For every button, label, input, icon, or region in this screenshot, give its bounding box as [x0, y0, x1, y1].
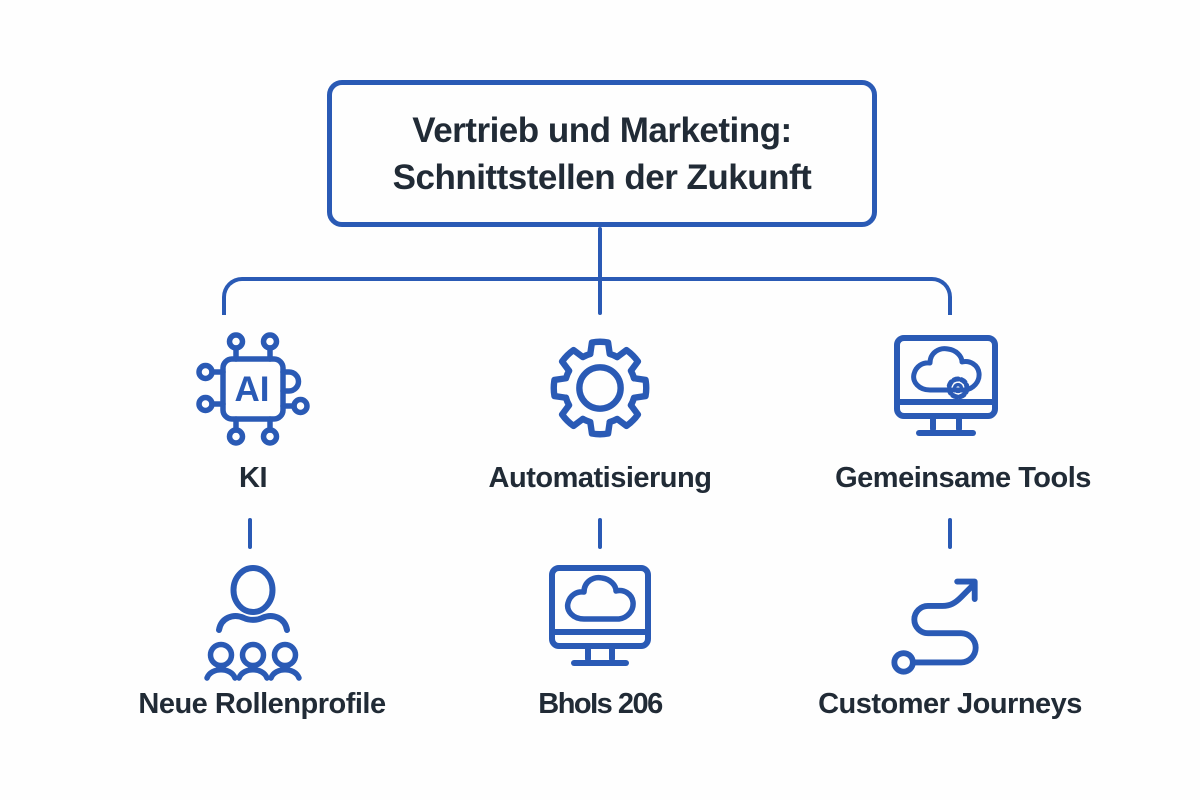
sub-label-customer-journeys: Customer Journeys: [818, 688, 1082, 720]
connector-gemeinsame-tools-sub: [948, 518, 952, 549]
bracket-connector-line: [222, 277, 952, 315]
title-line-1: Vertrieb und Marketing:: [412, 110, 792, 150]
team-hierarchy-icon: [204, 565, 302, 681]
ai-chip-icon: AI: [196, 332, 310, 446]
monitor-cloud-gear-icon: [894, 335, 998, 436]
gear-icon: [541, 329, 659, 447]
branch-label-automatisierung: Automatisierung: [488, 462, 712, 494]
sub-label-garbled: BhoIs 206: [538, 688, 663, 720]
trunk-connector-line: [598, 227, 602, 315]
connector-automatisierung-sub: [598, 518, 602, 549]
title-box: Vertrieb und Marketing: Schnittstellen d…: [327, 80, 877, 227]
connector-ki-sub: [248, 518, 252, 549]
branch-label-ki: KI: [239, 462, 268, 494]
title-line-2: Schnittstellen der Zukunft: [392, 157, 812, 197]
monitor-cloud-icon: [549, 565, 651, 666]
branch-label-gemeinsame-tools: Gemeinsame Tools: [835, 462, 1091, 494]
ai-chip-text: AI: [235, 370, 270, 409]
sub-label-neue-rollenprofile: Neue Rollenprofile: [138, 688, 386, 720]
journey-path-icon: [891, 578, 979, 675]
